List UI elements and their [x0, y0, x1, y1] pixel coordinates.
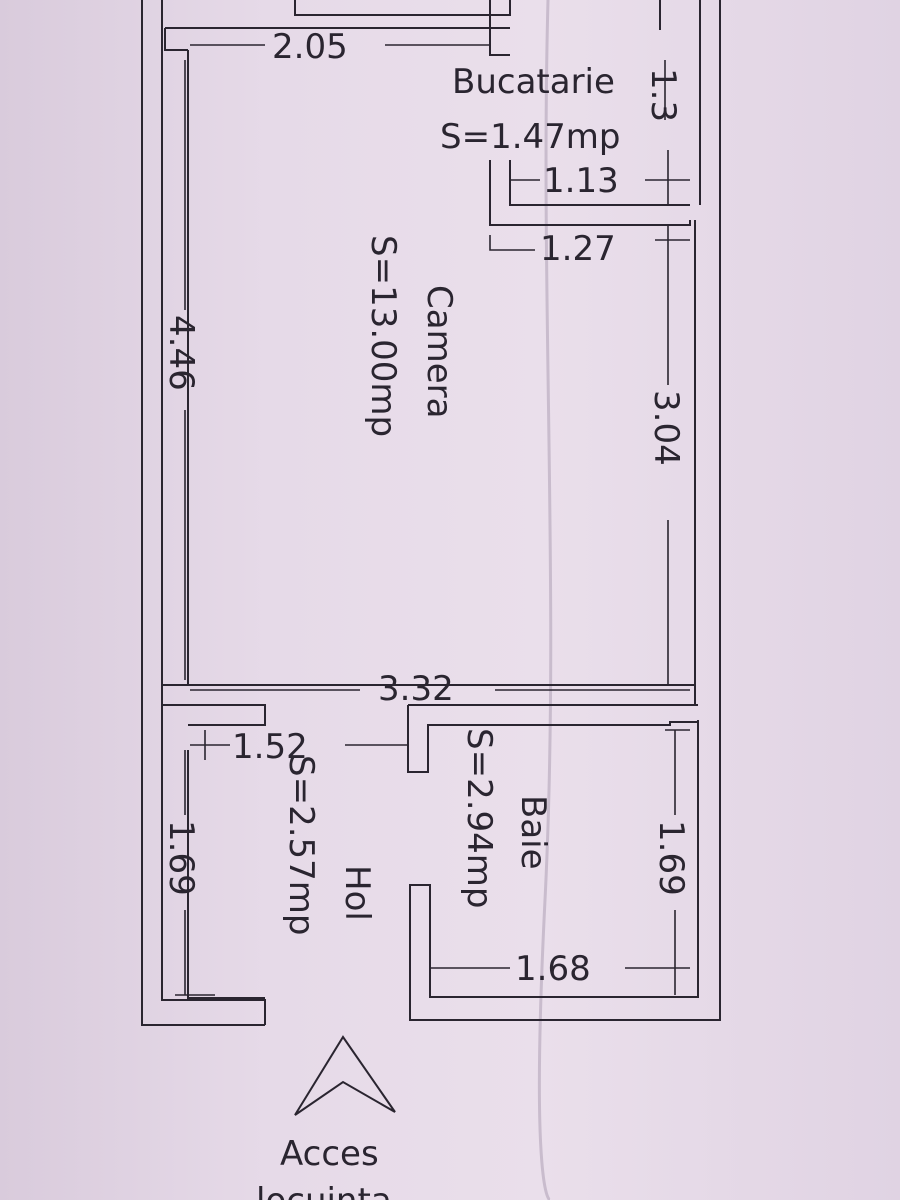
camera-area: S=13.00mp [363, 235, 403, 437]
dimension-lines [175, 44, 690, 996]
hol-walls [161, 730, 266, 1025]
dim-hol-height: 1.69 [161, 820, 201, 896]
baie-area: S=2.94mp [459, 728, 499, 908]
dim-camera-top: 2.05 [272, 27, 348, 67]
dim-bucatarie-width: 1.13 [543, 161, 619, 201]
outer-walls [141, 0, 721, 1026]
entrance-arrow-icon [294, 1035, 396, 1116]
dim-hol-width: 1.52 [232, 727, 308, 767]
dim-baie-height: 1.69 [651, 820, 691, 896]
dim-corridor-width: 1.27 [540, 229, 616, 269]
entrance-label-line2: locuinta [256, 1181, 392, 1200]
dim-camera-bottom: 3.32 [378, 669, 454, 709]
bucatarie-walls [294, 0, 691, 226]
bucatarie-name: Bucatarie [452, 62, 615, 102]
bucatarie-area: S=1.47mp [440, 117, 620, 157]
dim-bucatarie-side: 1.3 [643, 68, 683, 122]
paper-crease [537, 0, 553, 1200]
entrance-label-line1: Acces [280, 1134, 379, 1174]
dim-camera-left: 4.46 [161, 315, 201, 391]
baie-name: Baie [513, 795, 553, 870]
dim-baie-width: 1.68 [515, 949, 591, 989]
baie-walls [407, 704, 698, 773]
dim-camera-right: 3.04 [646, 390, 686, 466]
camera-name: Camera [419, 285, 459, 418]
hol-area: S=2.57mp [281, 755, 321, 935]
camera-walls [162, 27, 695, 726]
hol-name: Hol [337, 865, 377, 921]
